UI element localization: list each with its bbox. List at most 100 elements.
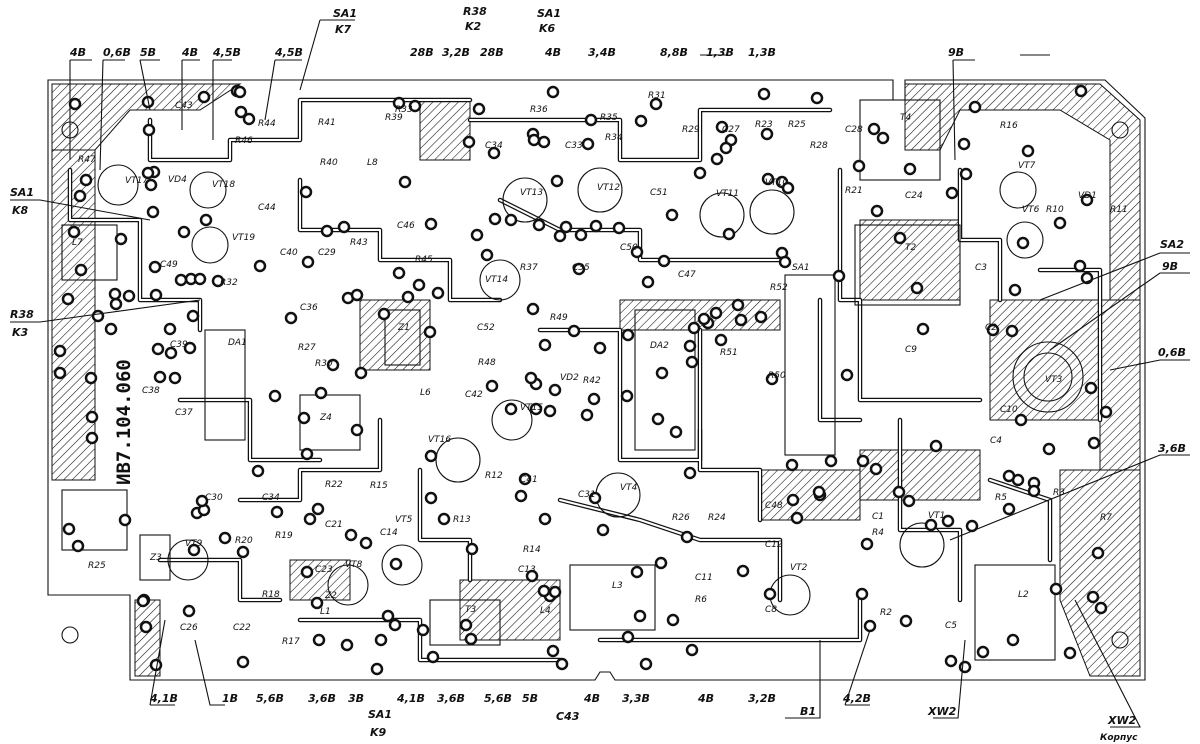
t4-footprint: [859, 99, 941, 181]
solder-pad: [142, 123, 156, 137]
solder-pad: [284, 311, 298, 325]
solder-pad: [665, 208, 679, 222]
solder-pad: [197, 90, 211, 104]
solder-pad: [370, 662, 384, 676]
voltage-label: 3,6В: [1158, 442, 1186, 455]
solder-pad: [381, 609, 395, 623]
component-label: VD2: [560, 373, 579, 383]
component-label: R43: [350, 238, 368, 248]
solder-pad: [312, 633, 326, 647]
solder-pad: [392, 96, 406, 110]
component-label: VD4: [168, 175, 187, 185]
solder-pad: [300, 447, 314, 461]
solder-pad: [151, 342, 165, 356]
solder-pad: [532, 218, 546, 232]
component-label: R7: [1100, 513, 1112, 523]
component-label: C40: [280, 248, 298, 258]
voltage-label: 3,2В: [748, 692, 776, 705]
solder-pad: [634, 114, 648, 128]
solder-pad: [781, 181, 795, 195]
solder-pad: [136, 594, 150, 608]
component-label: C33: [565, 141, 583, 151]
solder-pad: [812, 485, 826, 499]
voltage-label: 4В: [697, 692, 714, 705]
solder-pad: [731, 298, 745, 312]
component-label: C34: [485, 141, 503, 151]
component-label: R31: [648, 91, 666, 101]
component-label: R21: [845, 186, 863, 196]
component-label: L4: [540, 606, 551, 616]
solder-pad: [488, 212, 502, 226]
z1-footprint: [384, 309, 421, 366]
solder-pad: [401, 290, 415, 304]
solder-pad: [1080, 193, 1094, 207]
solder-pad: [104, 322, 118, 336]
solder-pad: [464, 632, 478, 646]
solder-pad: [958, 660, 972, 674]
connector-label: K2: [465, 20, 482, 33]
component-label: R29: [682, 125, 700, 135]
transistors: [97, 164, 1084, 616]
solder-pad: [548, 585, 562, 599]
solder-pad: [141, 166, 155, 180]
component-label: R3: [1053, 488, 1065, 498]
component-label: R36: [530, 105, 548, 115]
solder-pad: [786, 493, 800, 507]
component-label: R25: [788, 120, 806, 130]
solder-pad: [146, 205, 160, 219]
solder-pad: [408, 99, 422, 113]
component-label: R26: [672, 513, 690, 523]
component-label: C43: [175, 101, 193, 111]
solder-pad: [863, 619, 877, 633]
component-label: C23: [315, 565, 333, 575]
solder-pad: [437, 512, 451, 526]
solder-pad: [350, 423, 364, 437]
solder-pad: [392, 266, 406, 280]
solder-pad: [765, 372, 779, 386]
solder-pad: [654, 556, 668, 570]
voltage-label: 4В: [181, 46, 198, 59]
component-label: C22: [233, 623, 251, 633]
solder-pad: [74, 263, 88, 277]
solder-pad: [1094, 601, 1108, 615]
solder-pad: [680, 530, 694, 544]
component-label: C10: [1000, 405, 1018, 415]
solder-pad: [546, 85, 560, 99]
voltage-label: 4,5В: [274, 46, 303, 59]
voltage-label: 3,4В: [588, 46, 616, 59]
solder-pad: [537, 135, 551, 149]
solder-pad: [559, 220, 573, 234]
solder-pad: [666, 613, 680, 627]
solder-pad: [621, 630, 635, 644]
solder-pad: [546, 644, 560, 658]
component-label: R46: [235, 136, 253, 146]
right-labels: SA2 9В 0,6В 3,6В: [1158, 238, 1186, 455]
solder-pad: [300, 565, 314, 579]
component-label: VT6: [1022, 205, 1040, 215]
solder-pad: [53, 344, 67, 358]
solder-pad: [893, 231, 907, 245]
component-label: C38: [142, 386, 160, 396]
voltage-label: 5,6В: [484, 692, 512, 705]
voltage-label: 0,6В: [103, 46, 131, 59]
component-label: VT1: [928, 511, 945, 521]
solder-pad: [187, 543, 201, 557]
component-label: L7: [72, 238, 83, 248]
component-label: C41: [520, 475, 538, 485]
component-label: C26: [180, 623, 198, 633]
solder-pad: [354, 366, 368, 380]
connector-label: R38: [10, 308, 34, 321]
voltage-label: XW2: [927, 705, 957, 718]
connector-label: R38: [463, 5, 487, 18]
component-label: C4: [990, 436, 1002, 446]
top-labels: 4В 0,6В 5В 4В 4,5В 4,5В 28В 3,2В 28В 4В …: [10, 5, 964, 339]
component-label: C34: [262, 493, 280, 503]
solder-pad: [633, 609, 647, 623]
solder-pad: [588, 491, 602, 505]
solder-pad: [303, 512, 317, 526]
solder-pad: [350, 288, 364, 302]
solder-pad: [824, 454, 838, 468]
component-label: C51: [650, 188, 668, 198]
solder-pad: [581, 137, 595, 151]
component-label: T4: [900, 113, 911, 123]
